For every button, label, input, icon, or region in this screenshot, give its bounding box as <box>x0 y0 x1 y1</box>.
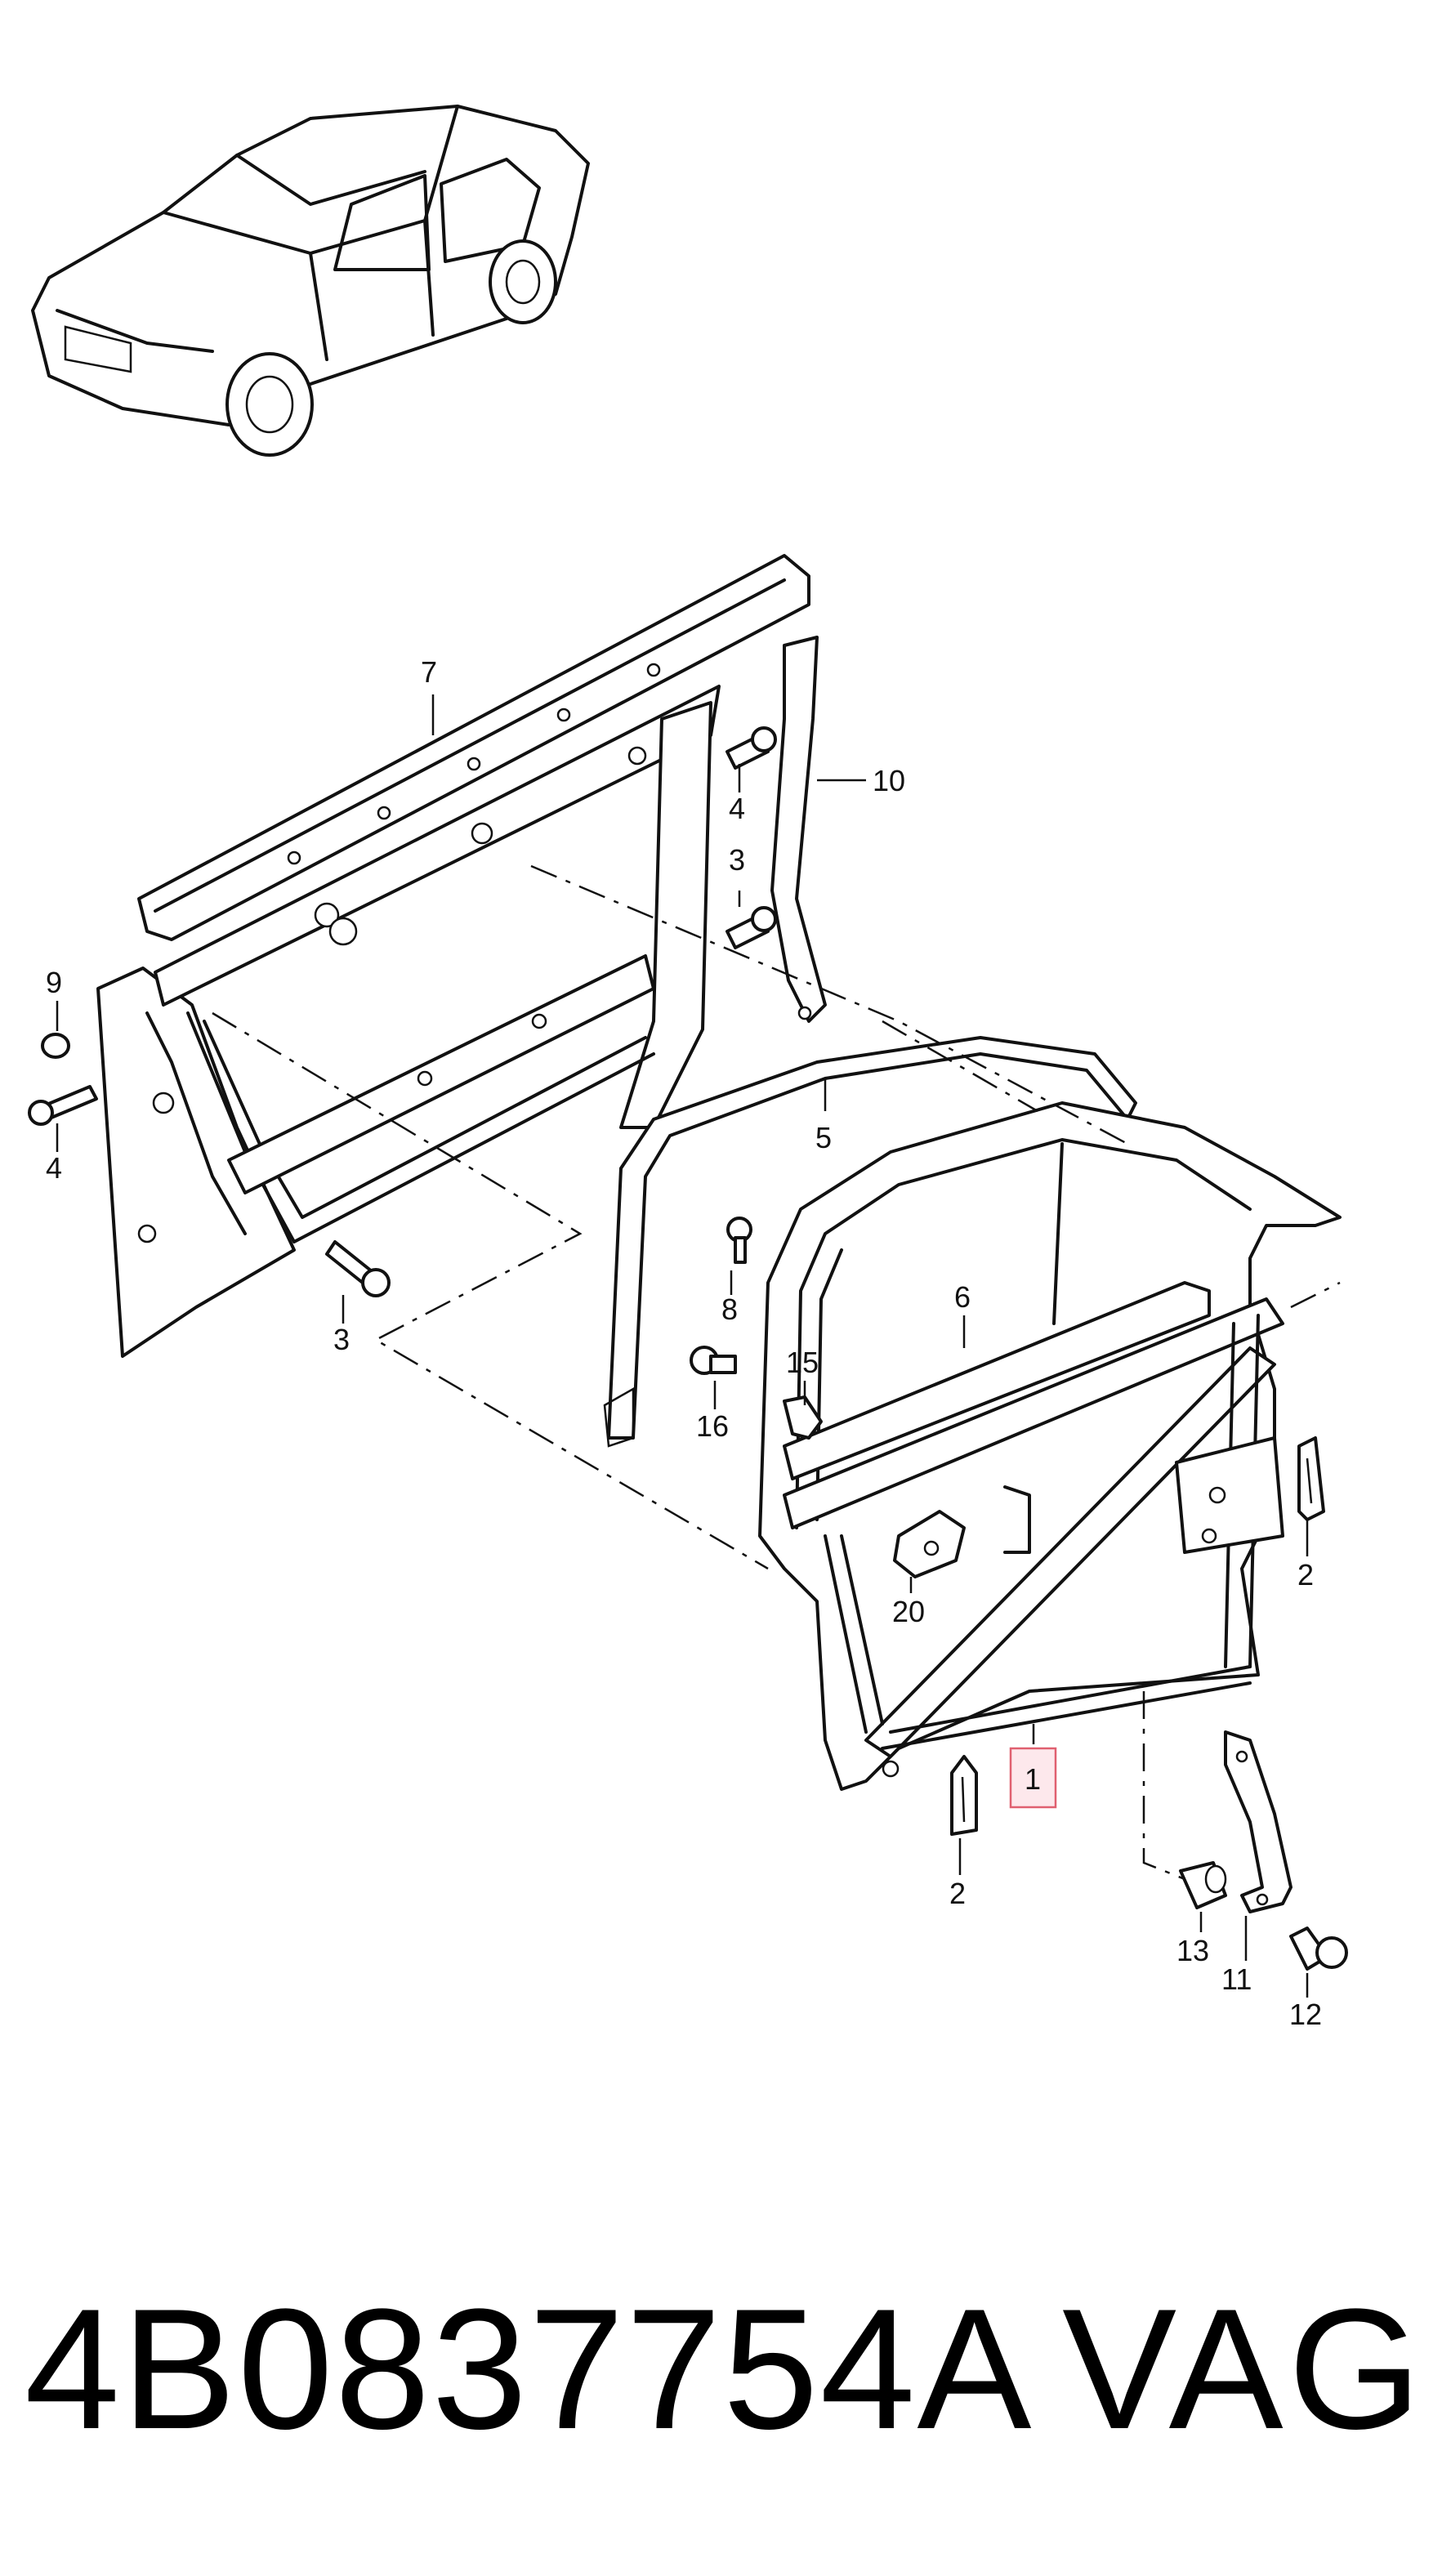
callout-4-upper: 4 <box>729 792 745 825</box>
clip-part-15 <box>783 1395 823 1440</box>
bolt-part-16 <box>690 1346 737 1375</box>
door-hinge-part-11 <box>1224 1730 1293 1913</box>
hinge-plate-part-2-right <box>1297 1436 1325 1521</box>
hinge-plate-part-2-bottom <box>950 1755 978 1836</box>
bolt-part-3-upper <box>726 906 777 949</box>
callout-6: 6 <box>954 1280 971 1314</box>
door-inner-panel-left <box>96 967 296 1358</box>
callout-labels: 7 10 4 3 9 4 3 5 6 8 15 16 20 2 1 2 13 1… <box>46 655 1322 2031</box>
callout-3-lower: 3 <box>333 1323 350 1356</box>
callout-11: 11 <box>1221 1962 1252 1996</box>
callout-13: 13 <box>1176 1934 1209 1967</box>
callout-20: 20 <box>892 1595 925 1628</box>
callout-1-highlight-box <box>1009 1747 1057 1809</box>
seal-strip-part-10 <box>770 636 827 1023</box>
callout-8: 8 <box>721 1292 738 1326</box>
callout-7: 7 <box>421 655 437 689</box>
callout-2-bottom: 2 <box>949 1877 966 1910</box>
bolt-part-3-lower <box>325 1240 391 1297</box>
assembly-dash-lines <box>212 864 1341 1881</box>
brand-name: VAG <box>1062 2273 1426 2465</box>
door-frame-part-7 <box>137 554 810 1243</box>
clip-part-20 <box>893 1510 966 1578</box>
bolt-part-4-left <box>28 1085 98 1126</box>
callout-15: 15 <box>786 1346 819 1379</box>
part-number: 4B0837754A <box>25 2273 1034 2465</box>
screw-part-8 <box>726 1217 752 1264</box>
callout-12: 12 <box>1289 1998 1322 2031</box>
callout-4-left: 4 <box>46 1151 62 1185</box>
callout-5: 5 <box>815 1121 832 1154</box>
callout-16: 16 <box>696 1409 729 1443</box>
callout-leader-lines <box>56 694 1309 1998</box>
door-frame-part-1 <box>758 1101 1342 1791</box>
bushing-part-13 <box>1179 1861 1227 1909</box>
bolt-part-12 <box>1289 1926 1348 1971</box>
car-thumbnail <box>31 105 590 457</box>
callout-2-right: 2 <box>1297 1558 1314 1592</box>
callout-3-upper: 3 <box>729 843 745 877</box>
cap-part-9 <box>41 1033 70 1059</box>
exploded-parts-diagram: 7 10 4 3 9 4 3 5 6 8 15 16 20 2 1 2 13 1… <box>28 105 1348 2031</box>
callout-1: 1 <box>1025 1762 1041 1796</box>
footer: 4B0837754A VAG <box>25 2271 1426 2467</box>
bolt-part-4-upper <box>726 726 777 770</box>
callout-10: 10 <box>873 764 905 797</box>
callout-9: 9 <box>46 966 62 999</box>
